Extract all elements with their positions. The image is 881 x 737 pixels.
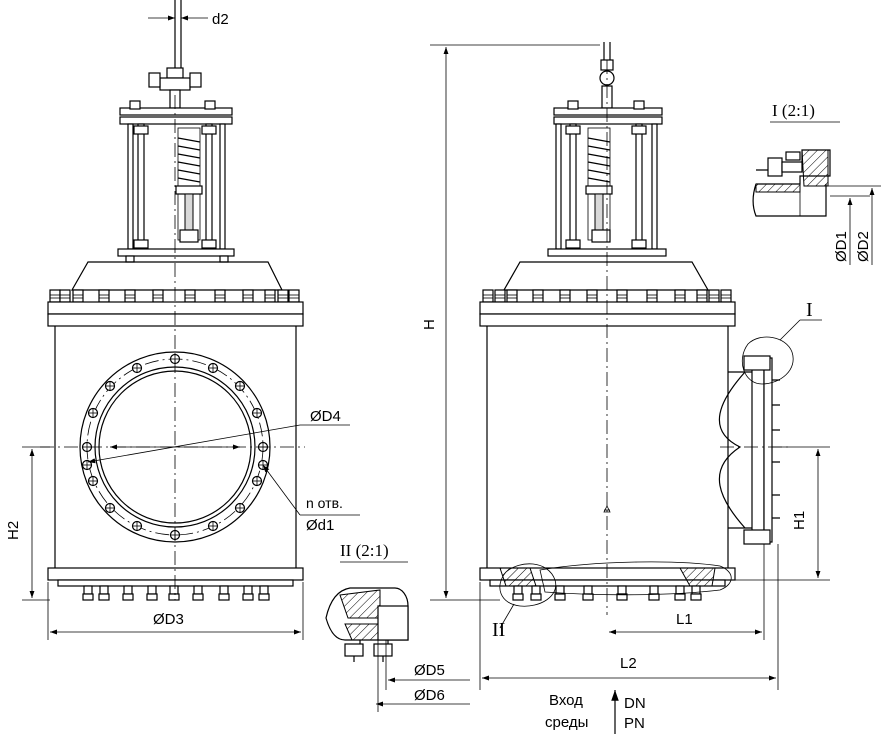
label-pn: PN (624, 715, 645, 732)
label-d1: Ød1 (306, 517, 334, 534)
label-l1: L1 (676, 611, 693, 628)
label-d4: ØD4 (310, 408, 341, 425)
label-h2: H2 (5, 521, 22, 540)
label-d2: d2 (212, 11, 229, 28)
label-h1: H1 (791, 511, 808, 530)
label-d2-detail: ØD2 (855, 231, 872, 262)
label-d1-detail: ØD1 (833, 231, 850, 262)
label-d3: ØD3 (153, 611, 184, 628)
label-d5: ØD5 (414, 662, 445, 679)
label-inlet-line1: Вход (549, 692, 583, 709)
label-h: H (421, 319, 438, 330)
mark-ii: II (492, 619, 505, 641)
label-dn: DN (624, 695, 646, 712)
mark-i: I (806, 299, 813, 321)
label-d6: ØD6 (414, 687, 445, 704)
label-l2: L2 (620, 655, 637, 672)
detail-ii-title: II (2:1) (340, 541, 389, 560)
label-n-holes: n отв. (306, 495, 343, 511)
right-view (430, 42, 830, 734)
detail-i (752, 121, 881, 265)
label-inlet-line2: среды (545, 714, 588, 731)
detail-ii (325, 561, 470, 712)
left-view (22, 0, 360, 640)
detail-i-title: I (2:1) (772, 101, 815, 120)
